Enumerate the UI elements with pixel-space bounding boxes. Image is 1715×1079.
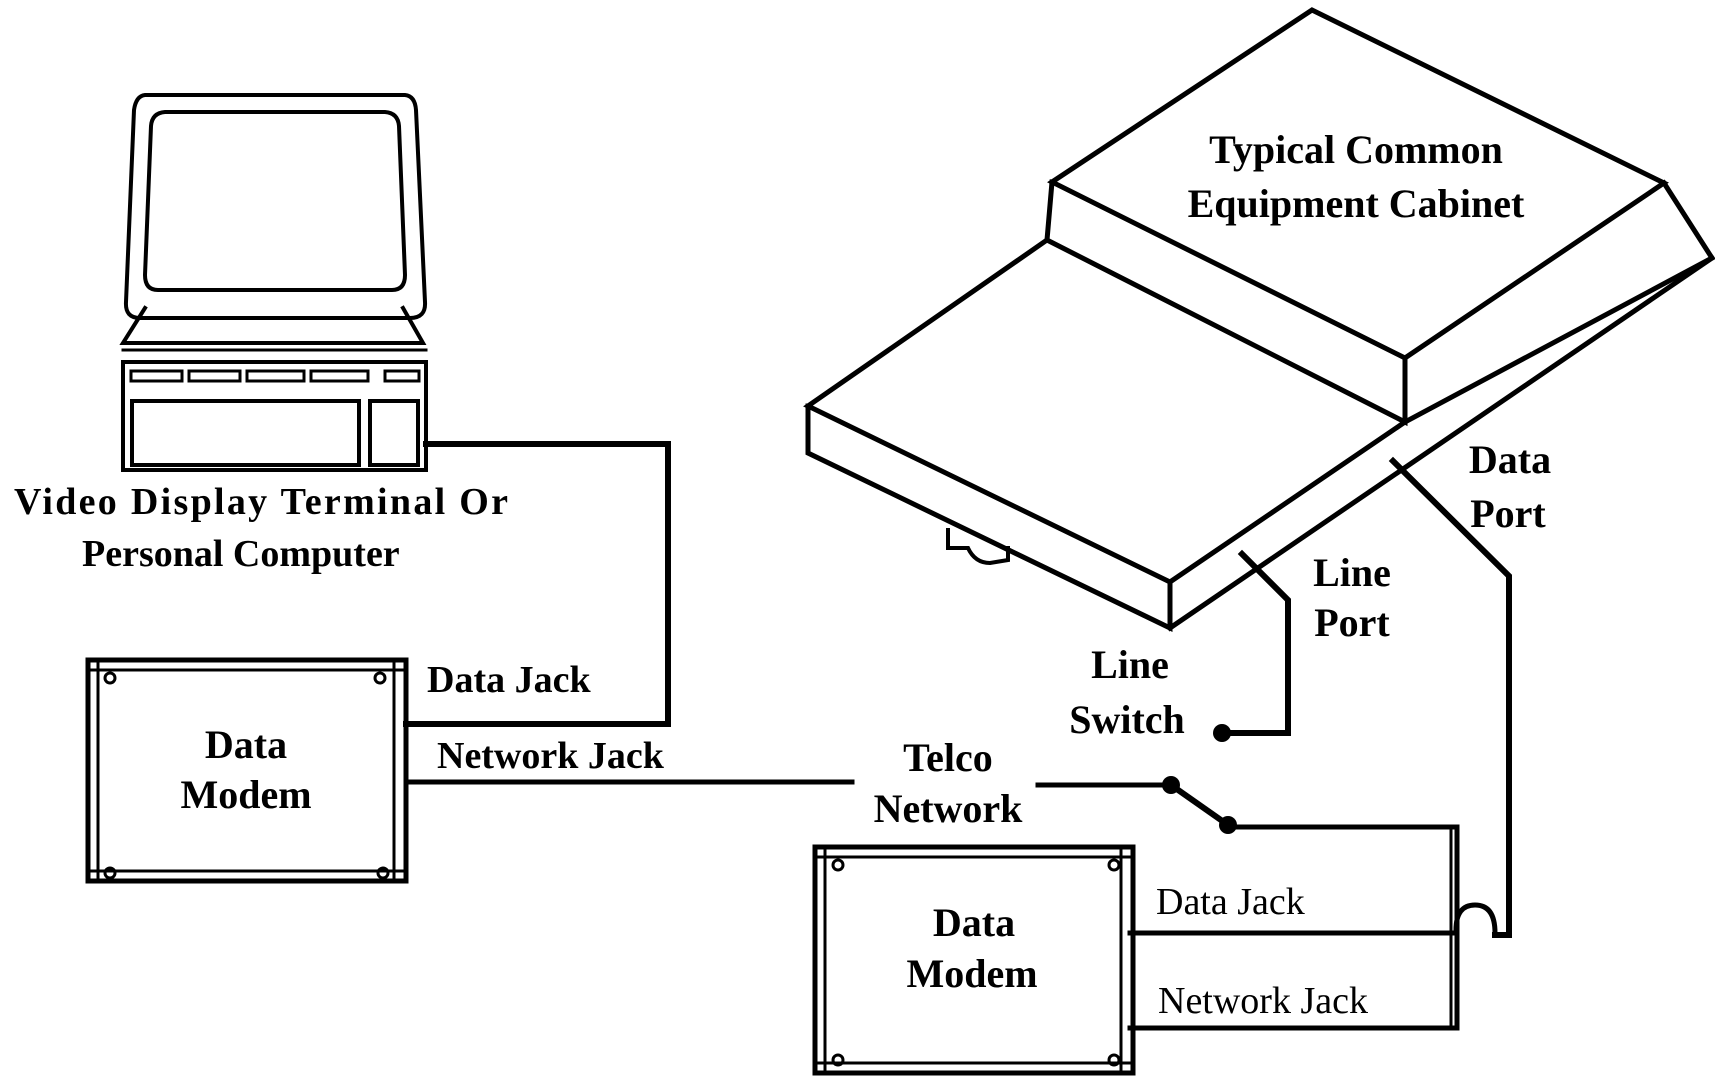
line-port-line1: Line: [1313, 550, 1391, 595]
switch-arm: [1166, 780, 1233, 830]
data-port-line2: Port: [1470, 491, 1546, 536]
line-switch-line1: Line: [1091, 642, 1169, 687]
terminal-label-line1: Video Display Terminal Or: [14, 481, 508, 523]
telco-line2: Network: [874, 786, 1024, 831]
modem-left-data-jack: Data Jack: [427, 659, 591, 701]
terminal-to-modem-cable: [403, 441, 671, 727]
modem-left-box: [85, 657, 409, 884]
modem-right-network-jack: Network Jack: [1158, 980, 1368, 1022]
line-switch-line2: Switch: [1069, 697, 1185, 742]
equipment-cabinet: [803, 7, 1715, 632]
modem-left-label-line1: Data: [205, 722, 287, 767]
line-port-cable: [1219, 549, 1291, 736]
cabinet-title-line2: Equipment Cabinet: [1188, 181, 1525, 226]
terminal-label-line2: Personal Computer: [82, 533, 400, 575]
modem-left-network-jack: Network Jack: [437, 735, 665, 777]
telco-line1: Telco: [903, 735, 993, 780]
modem-right-data-jack: Data Jack: [1156, 881, 1305, 923]
line-port-line2: Port: [1314, 600, 1390, 645]
line-switch-terminal: [1213, 724, 1231, 742]
computer-icon: [119, 93, 428, 472]
cabinet-title-line1: Typical Common: [1209, 127, 1503, 172]
modem-right-label-line1: Data: [933, 900, 1015, 945]
data-port-line1: Data: [1469, 437, 1551, 482]
modem-left-label-line2: Modem: [180, 772, 311, 817]
modem-right-label-line2: Modem: [906, 951, 1037, 996]
data-port-cable: [1388, 456, 1512, 938]
modem-right-box: [812, 844, 1136, 1076]
